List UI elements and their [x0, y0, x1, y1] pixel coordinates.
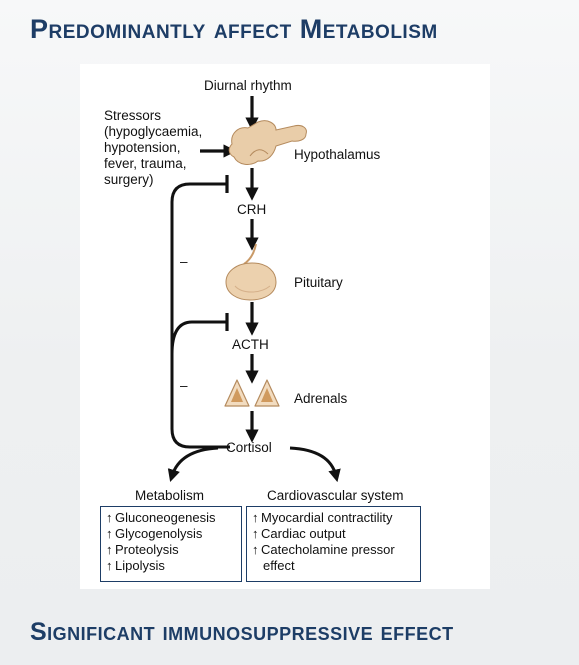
hypothalamus-label: Hypothalamus	[294, 147, 381, 162]
cardio-item: ↑Catecholamine pressor	[252, 542, 395, 557]
stressors-line-3: hypotension,	[104, 140, 181, 155]
acth-label: ACTH	[232, 337, 269, 352]
hypothalamus-illustration	[228, 120, 307, 165]
up-arrow-icon: ↑	[252, 510, 259, 525]
cortisol-label: Cortisol	[226, 440, 272, 455]
hpa-axis-figure: Diurnal rhythm Stressors (hypoglycaemia,…	[80, 64, 490, 589]
up-arrow-icon: ↑	[106, 558, 113, 573]
up-arrow-icon: ↑	[106, 542, 113, 557]
metabolism-item: ↑Gluconeogenesis	[106, 510, 216, 525]
pituitary-label: Pituitary	[294, 275, 343, 290]
stressors-line-4: fever, trauma,	[104, 156, 187, 171]
stressors-line-2: (hypoglycaemia,	[104, 124, 203, 139]
stressors-line-1: Stressors	[104, 108, 162, 123]
stressors-label: Stressors (hypoglycaemia, hypotension, f…	[104, 108, 202, 188]
arrow-cortisol-cardio	[289, 446, 341, 483]
feedback-loop-hypothalamus	[170, 182, 230, 449]
diurnal-rhythm-label: Diurnal rhythm	[204, 78, 292, 93]
adrenals-illustration	[224, 379, 280, 407]
cardio-item: ↑Cardiac output	[252, 526, 346, 541]
metabolism-title: Metabolism	[135, 488, 205, 503]
negative-feedback-sign-1: –	[180, 254, 188, 269]
stressors-line-5: surgery)	[104, 172, 154, 187]
feedback-loop-pituitary	[170, 320, 227, 355]
pituitary-illustration	[225, 243, 277, 301]
cardio-box: ↑Myocardial contractility ↑Cardiac outpu…	[246, 506, 421, 582]
metabolism-box: ↑Gluconeogenesis ↑Glycogenolysis ↑Proteo…	[100, 506, 242, 582]
up-arrow-icon: ↑	[252, 526, 259, 541]
up-arrow-icon: ↑	[252, 542, 259, 557]
metabolism-item: ↑Proteolysis	[106, 542, 179, 557]
adrenals-label: Adrenals	[294, 391, 348, 406]
metabolism-item: ↑Lipolysis	[106, 558, 165, 573]
hpa-axis-svg	[167, 96, 341, 483]
negative-feedback-sign-2: –	[180, 378, 188, 393]
up-arrow-icon: ↑	[106, 510, 113, 525]
cardio-item: effect	[263, 558, 295, 573]
slide-subtitle: Significant immunosuppressive effect	[30, 618, 454, 646]
cardio-item: ↑Myocardial contractility	[252, 510, 393, 525]
slide-title: Predominantly affect Metabolism	[30, 14, 438, 44]
cardio-title: Cardiovascular system	[267, 488, 404, 503]
up-arrow-icon: ↑	[106, 526, 113, 541]
arrow-cortisol-metabolism	[167, 446, 219, 483]
metabolism-item: ↑Glycogenolysis	[106, 526, 203, 541]
crh-label: CRH	[237, 202, 267, 217]
